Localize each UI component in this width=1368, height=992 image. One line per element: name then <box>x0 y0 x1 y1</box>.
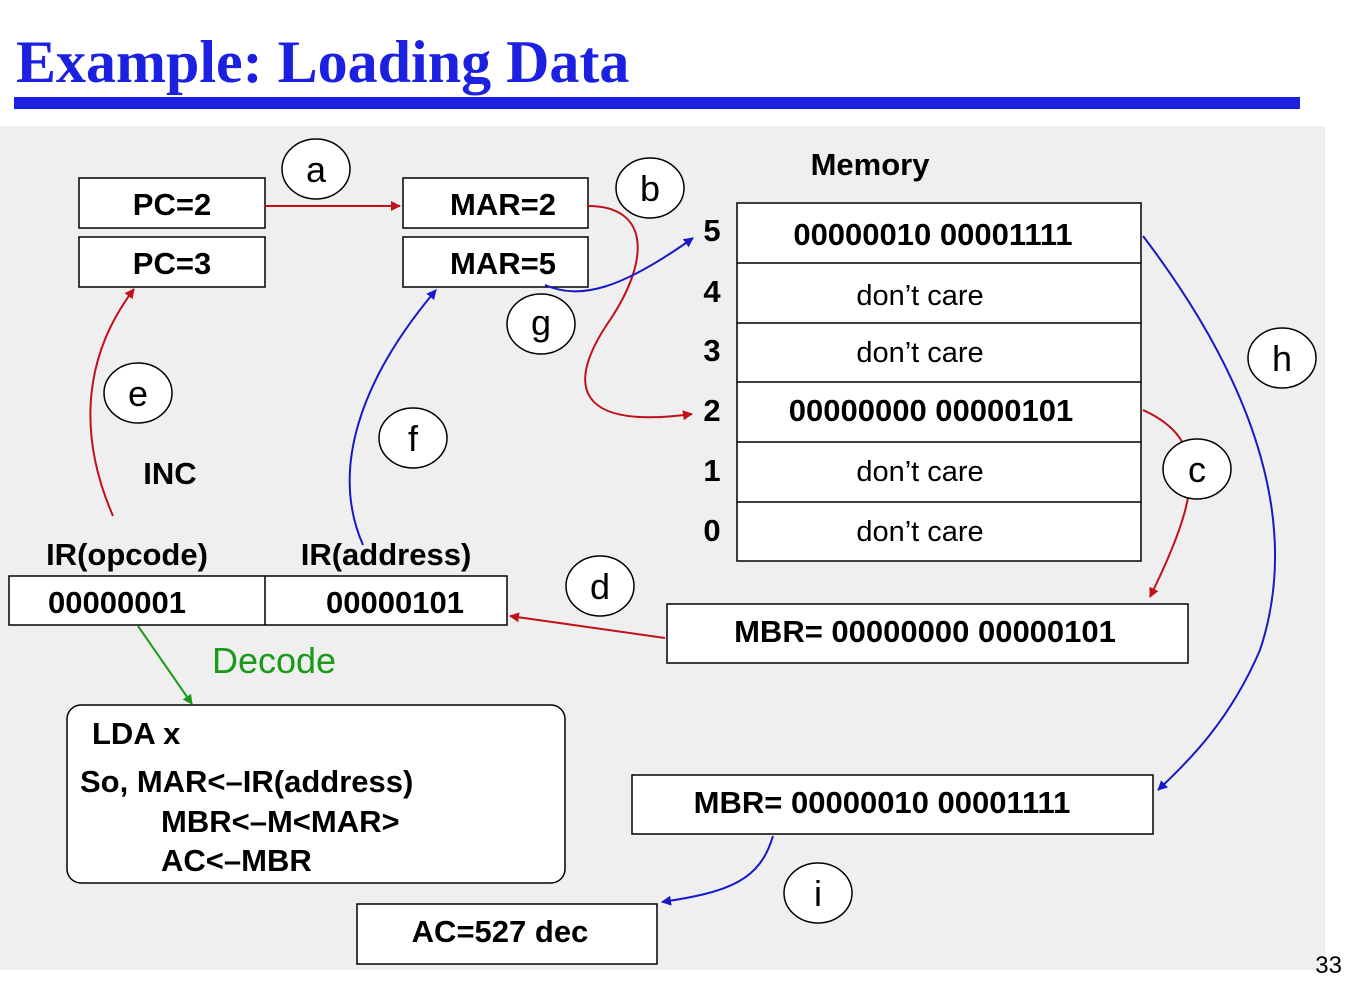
ir-opcode-value: 00000001 <box>48 585 186 620</box>
step-a-label: a <box>306 149 327 190</box>
instruction-box: LDA x So, MAR<–IR(address) MBR<–M<MAR> A… <box>66 704 566 884</box>
memory-cell-0: don’t care <box>856 516 983 548</box>
step-d-circle: d <box>565 555 635 617</box>
step-c-label: c <box>1188 449 1206 490</box>
memory-cell-1: don’t care <box>856 456 983 488</box>
memory-cell-3: don’t care <box>856 337 983 369</box>
mar-before-text: MAR=2 <box>450 187 556 222</box>
step-i-circle: i <box>783 862 853 924</box>
memory-address-3: 3 <box>703 333 720 368</box>
arrow-c <box>1142 409 1192 598</box>
memory-cell-2: 00000000 00000101 <box>789 393 1073 428</box>
ir-opcode-label: IR(opcode) <box>46 537 208 572</box>
arrow-g <box>544 237 694 293</box>
step-e-label: e <box>128 373 148 414</box>
memory-cell-4: don’t care <box>856 280 983 312</box>
instruction-line-3: AC<–MBR <box>161 843 312 878</box>
mar-before-box: MAR=2 <box>402 177 589 229</box>
memory-cell-5: 00000010 00001111 <box>793 217 1072 252</box>
ac-text: AC=527 dec <box>412 914 589 949</box>
step-h-circle: h <box>1247 327 1317 389</box>
step-g-circle: g <box>506 293 576 355</box>
decode-label: Decode <box>212 640 336 681</box>
step-b-circle: b <box>615 157 685 219</box>
memory-address-5: 5 <box>703 213 720 248</box>
mar-after-text: MAR=5 <box>450 246 556 281</box>
arrow-h <box>1142 235 1276 791</box>
arrow-decode <box>137 625 193 705</box>
pc-after-box: PC=3 <box>78 236 266 288</box>
arrow-b <box>584 205 693 421</box>
arrow-d <box>509 612 666 639</box>
mbr-second-text: MBR= 00000010 00001111 <box>694 785 1071 820</box>
slide-title: Example: Loading Data <box>16 29 630 95</box>
step-e-circle: e <box>103 362 173 424</box>
step-c-circle: c <box>1162 438 1232 500</box>
mbr-first-text: MBR= 00000000 00000101 <box>734 614 1116 649</box>
step-h-label: h <box>1272 338 1292 379</box>
mbr-second-box: MBR= 00000010 00001111 <box>631 774 1154 835</box>
pc-before-text: PC=2 <box>133 187 211 222</box>
ir-address-label: IR(address) <box>301 537 472 572</box>
page-number: 33 <box>1315 952 1342 979</box>
instruction-line-1: So, MAR<–IR(address) <box>80 764 413 799</box>
pc-before-box: PC=2 <box>78 177 266 229</box>
memory-title: Memory <box>811 147 931 182</box>
memory-table: 5 00000010 00001111 4 don’t care 3 don’t… <box>703 202 1142 562</box>
title-underline <box>14 97 1300 109</box>
ac-box: AC=527 dec <box>356 903 658 965</box>
step-d-label: d <box>590 566 610 607</box>
ir-address-value: 00000101 <box>326 585 464 620</box>
step-b-label: b <box>640 168 660 209</box>
pc-after-text: PC=3 <box>133 246 211 281</box>
memory-address-2: 2 <box>703 393 720 428</box>
step-i-label: i <box>814 873 822 914</box>
step-f-circle: f <box>378 407 448 469</box>
mbr-first-box: MBR= 00000000 00000101 <box>666 603 1189 664</box>
arrow-i <box>661 835 774 906</box>
memory-address-4: 4 <box>703 274 721 309</box>
arrow-f <box>348 289 437 546</box>
inc-label: INC <box>143 456 196 491</box>
step-a-circle: a <box>281 138 351 200</box>
step-f-label: f <box>408 418 419 459</box>
instruction-line-2: MBR<–M<MAR> <box>161 804 400 839</box>
step-g-label: g <box>531 302 551 343</box>
ir-register: 00000001 00000101 <box>8 575 508 626</box>
memory-address-0: 0 <box>703 513 720 548</box>
memory-address-1: 1 <box>703 453 720 488</box>
mar-after-box: MAR=5 <box>402 236 589 288</box>
instruction-name: LDA x <box>92 716 181 751</box>
arrow-e <box>89 288 135 517</box>
